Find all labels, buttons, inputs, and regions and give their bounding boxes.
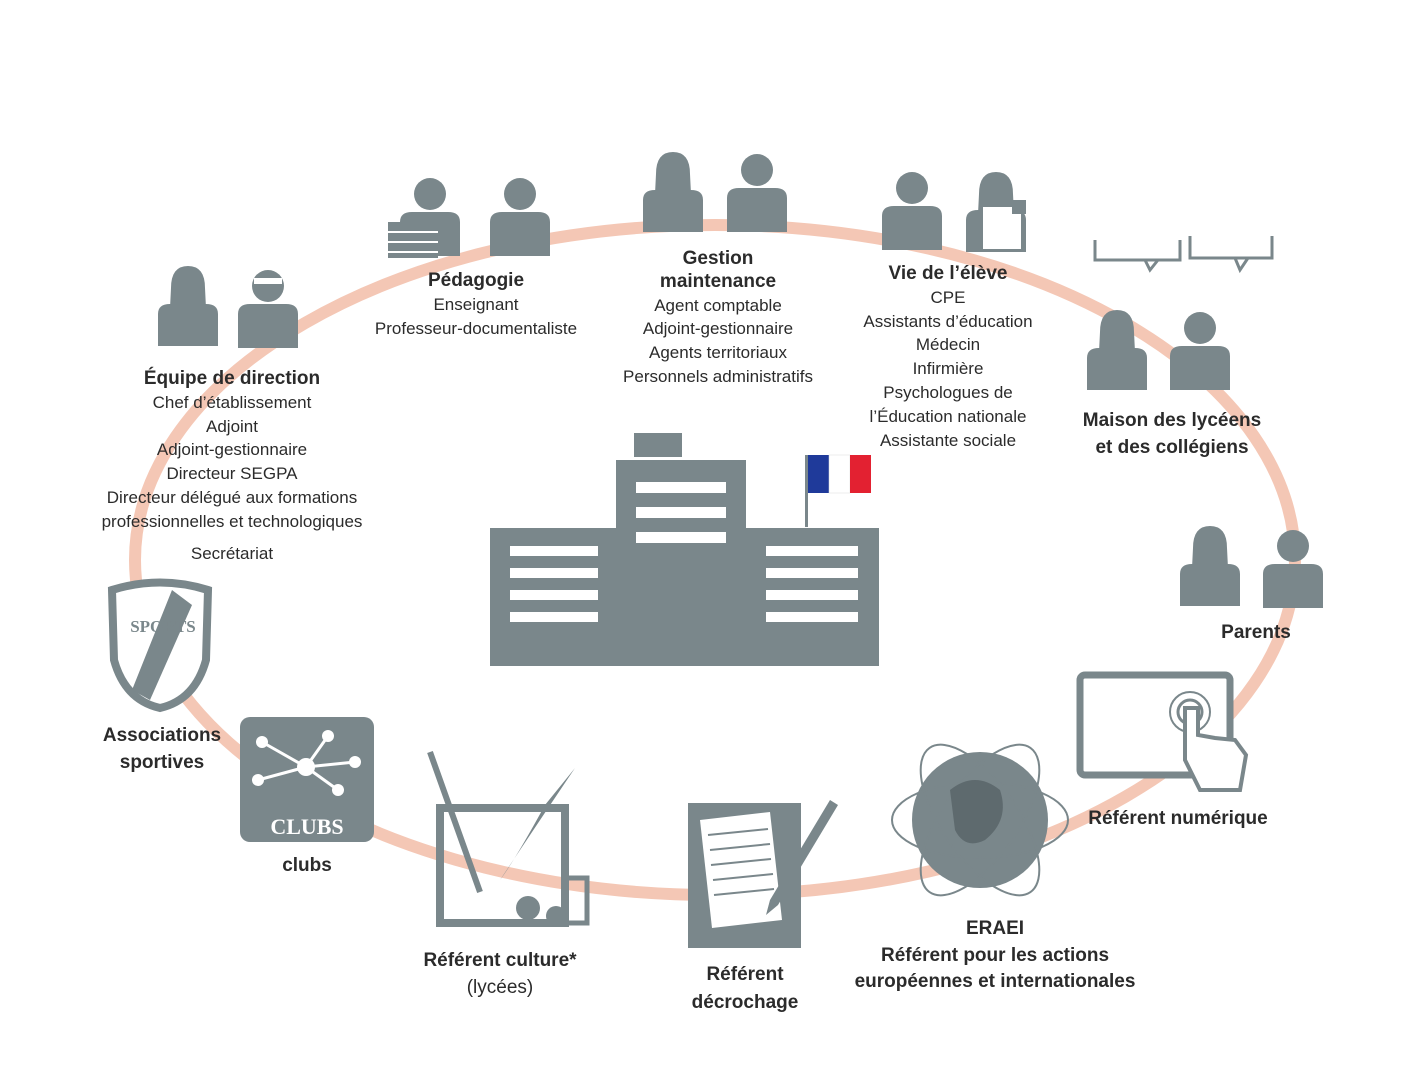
maison-line2: et des collégiens	[1095, 436, 1249, 458]
eraei-label: ERAEI Référent pour les actions européen…	[835, 916, 1155, 996]
eraei-title: ERAEI	[965, 918, 1025, 939]
direction-item: Adjoint	[206, 416, 258, 436]
vie-eleve-label: Vie de l’élève CPE Assistants d’éducatio…	[828, 263, 1068, 452]
gestion-item: Agent comptable	[654, 295, 782, 315]
vie-eleve-item: l’Éducation nationale	[869, 406, 1027, 426]
direction-item: Chef d’établissement	[152, 392, 312, 412]
vie-eleve-item: Assistants d’éducation	[863, 311, 1033, 331]
vie-eleve-item: CPE	[930, 287, 966, 307]
direction-label: Équipe de direction Chef d’établissement…	[82, 368, 382, 565]
maison-lyceens-icon	[1087, 236, 1274, 390]
clubs-title: clubs	[282, 855, 332, 876]
direction-item: Directeur SEGPA	[166, 464, 298, 484]
maison-line1: Maison des lycéens	[1082, 410, 1262, 431]
vie-eleve-item: Psychologues de	[883, 382, 1013, 402]
vie-eleve-item: Infirmière	[912, 359, 984, 379]
gestion-label: Gestion maintenance Agent comptable Adjo…	[598, 248, 838, 389]
parents-label: Parents	[1196, 622, 1316, 645]
direction-secretariat: Secrétariat	[190, 543, 274, 563]
pedagogie-label: Pédagogie Enseignant Professeur-document…	[356, 270, 596, 340]
maison-lyceens-label: Maison des lycéens et des collégiens	[1060, 408, 1284, 461]
pedagogie-item: Enseignant	[433, 294, 519, 314]
sports-label: Associations sportives	[82, 723, 242, 776]
direction-title: Équipe de direction	[143, 368, 321, 389]
direction-item: Directeur délégué aux formations	[106, 487, 358, 507]
parents-icon	[1180, 526, 1323, 608]
pedagogie-people-icon	[388, 178, 550, 258]
culture-sub: (lycées)	[466, 976, 534, 998]
direction-item: professionnelles et technologiques	[101, 511, 363, 531]
sports-shield-icon: SPORTS	[107, 578, 213, 713]
school-building-icon	[490, 433, 879, 666]
vie-eleve-title: Vie de l’élève	[888, 263, 1008, 284]
clubs-badge-text: CLUBS	[270, 814, 343, 839]
sports-line1: Associations	[102, 725, 222, 746]
clubs-icon: CLUBS	[240, 717, 374, 842]
gestion-item: Agents territoriaux	[649, 343, 787, 363]
eraei-line1: Référent pour les actions	[880, 944, 1110, 966]
culture-label: Référent culture* (lycées)	[405, 948, 595, 1001]
numerique-label: Référent numérique	[1068, 808, 1288, 831]
direction-item: Adjoint-gestionnaire	[156, 440, 308, 460]
tablet-touch-icon	[1076, 671, 1249, 792]
direction-people-icon	[158, 266, 298, 348]
numerique-title: Référent numérique	[1088, 808, 1268, 829]
vie-eleve-people-icon	[882, 172, 1026, 252]
decrochage-line2: décrochage	[691, 991, 799, 1013]
decrochage-document-icon	[688, 800, 838, 948]
sports-line2: sportives	[119, 751, 205, 773]
vie-eleve-item: Médecin	[915, 335, 981, 355]
gestion-item: Personnels administratifs	[623, 366, 813, 386]
gestion-title-line1: Gestion	[682, 248, 754, 269]
eraei-line2: européennes et internationales	[854, 971, 1136, 993]
clubs-label: clubs	[257, 855, 357, 878]
culture-title: Référent culture*	[423, 950, 577, 971]
gestion-item: Adjoint-gestionnaire	[642, 319, 794, 339]
decrochage-line1: Référent	[706, 964, 784, 985]
decrochage-label: Référent décrochage	[670, 961, 820, 1016]
sports-badge-text: SPORTS	[130, 617, 196, 636]
culture-palette-icon	[427, 750, 590, 927]
globe-icon	[891, 743, 1069, 897]
vie-eleve-item: Assistante sociale	[879, 430, 1017, 450]
pedagogie-title: Pédagogie	[427, 270, 525, 291]
parents-title: Parents	[1221, 622, 1291, 643]
french-flag-icon	[805, 454, 871, 527]
pedagogie-item: Professeur-documentaliste	[374, 318, 578, 338]
gestion-title-line2: maintenance	[659, 270, 777, 292]
